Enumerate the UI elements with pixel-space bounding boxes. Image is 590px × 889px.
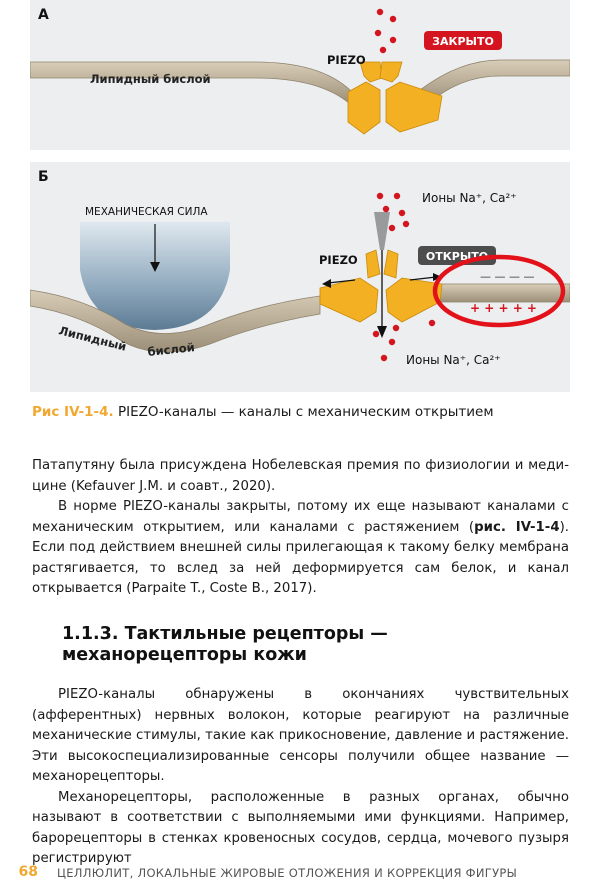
book-title: ЦЕЛЛЮЛИТ, ЛОКАЛЬНЫЕ ЖИРОВЫЕ ОТЛОЖЕНИЯ И … bbox=[57, 866, 518, 880]
panel-b-membrane bbox=[30, 289, 321, 353]
paragraph-2: В норме PIEZO-каналы закрыты, потому их … bbox=[32, 497, 569, 600]
section-heading: 1.1.3. Тактильные рецепторы — механореце… bbox=[62, 624, 388, 665]
mechanical-force-ball bbox=[80, 222, 230, 330]
force-arrow-icon bbox=[150, 224, 160, 272]
paragraph-2-end: ). Если под действием внешней силы приле… bbox=[32, 519, 569, 597]
panel-b-membrane-right bbox=[439, 283, 570, 303]
text-block-1: Патапутяну была присуждена Нобелевская п… bbox=[32, 456, 569, 600]
panel-b-ions-dots bbox=[372, 192, 436, 362]
force-label: МЕХАНИЧЕСКАЯ СИЛА bbox=[85, 206, 208, 218]
figure-piezo-channels: А Липидный бислой PIEZO ЗАКРЫТО Б МЕХАНИ… bbox=[30, 0, 570, 392]
panel-a-status-badge bbox=[424, 31, 502, 50]
stretch-right-arrow-icon bbox=[409, 273, 442, 281]
paragraph-3: PIEZO-каналы обнаружены в окончаниях чув… bbox=[32, 687, 569, 784]
panel-b-piezo-open-icon bbox=[319, 249, 443, 323]
page-number: 68 bbox=[18, 864, 38, 880]
paragraph-1: Патапутяну была присуждена Нобелевская п… bbox=[32, 458, 569, 494]
text-block-2: PIEZO-каналы обнаружены в окончаниях чув… bbox=[32, 685, 569, 870]
figure-reference: рис. IV-1-4 bbox=[474, 519, 560, 535]
negative-charges: — — — — bbox=[480, 270, 535, 283]
panel-a-membrane-right bbox=[419, 59, 570, 105]
caption-text: PIEZO-каналы — каналы с механическим отк… bbox=[113, 404, 494, 420]
panel-b-letter: Б bbox=[38, 169, 49, 185]
panel-a-letter: А bbox=[38, 7, 49, 23]
highlight-circle bbox=[432, 254, 566, 328]
panel-b-lipid-label-2: бислой bbox=[147, 340, 196, 359]
panel-a-ions-dots bbox=[374, 8, 397, 54]
paragraph-2-start: В норме PIEZO-каналы закрыты, потому их … bbox=[32, 499, 569, 535]
panel-b-ions-top: Ионы Na⁺, Ca²⁺ bbox=[422, 191, 517, 205]
panel-a-status-text: ЗАКРЫТО bbox=[432, 35, 494, 48]
panel-a-piezo-closed-icon bbox=[347, 61, 443, 135]
figure-caption: Рис IV-1-4. PIEZO-каналы — каналы с меха… bbox=[32, 404, 562, 420]
page-footer: 68 ЦЕЛЛЮЛИТ, ЛОКАЛЬНЫЕ ЖИРОВЫЕ ОТЛОЖЕНИЯ… bbox=[0, 860, 590, 889]
panel-a-lipid-label: Липидный бислой bbox=[90, 72, 211, 86]
paragraph-4: Механорецепторы, расположенные в разных … bbox=[32, 789, 569, 867]
panel-b-ions-bottom: Ионы Na⁺, Ca²⁺ bbox=[406, 353, 501, 367]
panel-b-piezo-label: PIEZO bbox=[319, 253, 358, 267]
stretch-left-arrow-icon bbox=[322, 279, 356, 288]
caption-label: Рис IV-1-4. bbox=[32, 404, 114, 420]
ion-flow-arrow-icon bbox=[374, 212, 390, 338]
panel-a-piezo-label: PIEZO bbox=[327, 53, 366, 67]
positive-charges: + + + + + bbox=[470, 301, 537, 315]
